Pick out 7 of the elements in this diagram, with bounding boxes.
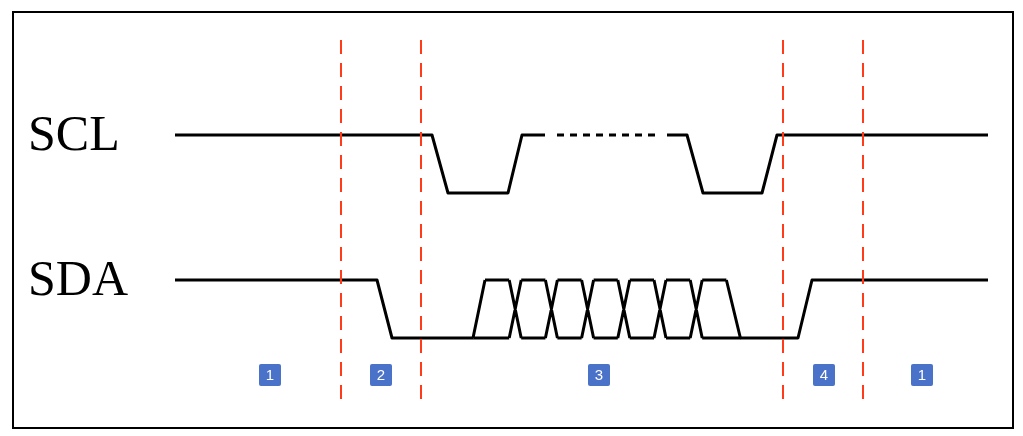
phase-number-badge: 2 bbox=[370, 364, 392, 386]
phase-number-badge: 4 bbox=[813, 364, 835, 386]
signal-name: SCL bbox=[28, 108, 120, 158]
phase-number-badge: 1 bbox=[911, 364, 933, 386]
signal-name: SDA bbox=[28, 253, 129, 303]
phase-number-badge: 3 bbox=[588, 364, 610, 386]
phase-number-badge: 1 bbox=[259, 364, 281, 386]
